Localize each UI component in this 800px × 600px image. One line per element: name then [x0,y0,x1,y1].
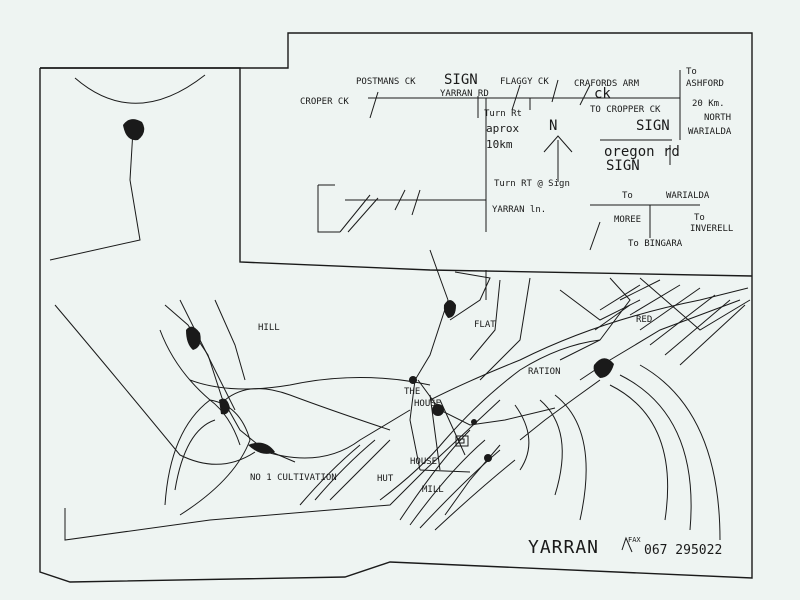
north-arrow-label: N [549,118,557,134]
label-to-inverell: To [694,213,705,223]
label-warialda: WARIALDA [688,127,732,137]
fence-line [379,339,601,501]
fence-line [429,287,749,401]
fence-line [74,74,206,104]
paddock-house-top: HOUSE [414,399,441,409]
fax-number: 067 295022 [644,543,722,558]
contour-hatching [594,279,746,366]
paddock-hill: HILL [258,323,280,333]
creek-line [429,249,449,301]
paddock-flat: FLAT [474,320,496,330]
label-sign-3: SIGN [606,158,640,174]
fence-line [449,271,491,321]
label-turn-rt-sign: Turn RT @ Sign [494,179,570,189]
paddock-red: RED [636,315,652,325]
fax-icon [621,536,633,553]
dam [432,404,444,416]
boundary-lower [64,399,501,541]
paddock-hut: HUT [377,474,394,484]
paddock-mill: MILL [422,485,444,495]
label-yarran-rd: YARRAN RD [440,89,489,99]
label-to-cropper-ck: TO CROPPER CK [590,105,661,115]
fence-line [559,289,641,321]
contour-house [299,429,516,531]
property-name: YARRAN [528,537,599,558]
label-ck: ck [594,86,611,102]
fence-line [174,419,216,491]
property-boundary [39,32,753,583]
label-warialda-2: WARIALDA [666,191,710,201]
label-ashford: ASHFORD [686,79,724,89]
fence-line [639,277,751,331]
house-track [419,394,471,473]
fence-line [164,399,251,516]
paddock-no1-cultivation: NO 1 CULTIVATION [250,473,337,483]
label-postmans-ck: POSTMANS CK [356,77,416,87]
fence-line [159,329,241,446]
label-inverell: INVERELL [690,224,733,234]
dam [471,419,477,425]
dam [593,358,614,378]
fence-line [49,129,141,261]
paddock-house: HOUSE [410,457,437,467]
fence-line [479,277,531,381]
dam [248,442,275,454]
label-moree: MOREE [614,215,641,225]
label-oregon-rd: oregon rd [604,144,680,160]
label-to-bingara: To BINGARA [628,239,683,249]
label-north: NORTH [704,113,731,123]
label-crafords-arm: CRAFORDS ARM [574,79,640,89]
fax-label: FAX [628,536,641,544]
direction-legend [317,70,700,300]
creek-line [259,409,411,459]
label-to-ashford: To [686,67,697,77]
label-to-warialda: To [622,191,633,201]
dam [123,119,145,141]
label-turn-rt: Turn Rt [484,109,522,119]
fence-line [559,277,631,361]
north-arrow [543,135,573,182]
label-sign-2: SIGN [636,118,670,134]
fence-line [214,299,246,381]
label-yarran-ln: YARRAN ln. [492,205,546,215]
dam [409,376,417,384]
fence-line [189,377,431,390]
dam [219,398,230,415]
label-10km: 10km [486,138,513,151]
paddock-ration: RATION [528,367,561,377]
dam [186,326,201,350]
dam [443,300,456,318]
contour-arcs [514,364,721,541]
fence-line [469,279,501,361]
label-20km: 20 Km. [692,99,725,109]
label-flaggy-ck: FLAGGY CK [500,77,549,87]
boundary-step [40,67,753,277]
house-building [455,435,469,447]
dam [484,454,492,462]
label-sign: SIGN [444,72,478,88]
fence-line [519,379,601,441]
creek-line [54,304,256,465]
paddock-the: THE [404,387,420,397]
label-aprox: aprox [486,122,519,135]
fence-line [224,388,391,431]
label-croper-ck: CROPER CK [300,97,349,107]
